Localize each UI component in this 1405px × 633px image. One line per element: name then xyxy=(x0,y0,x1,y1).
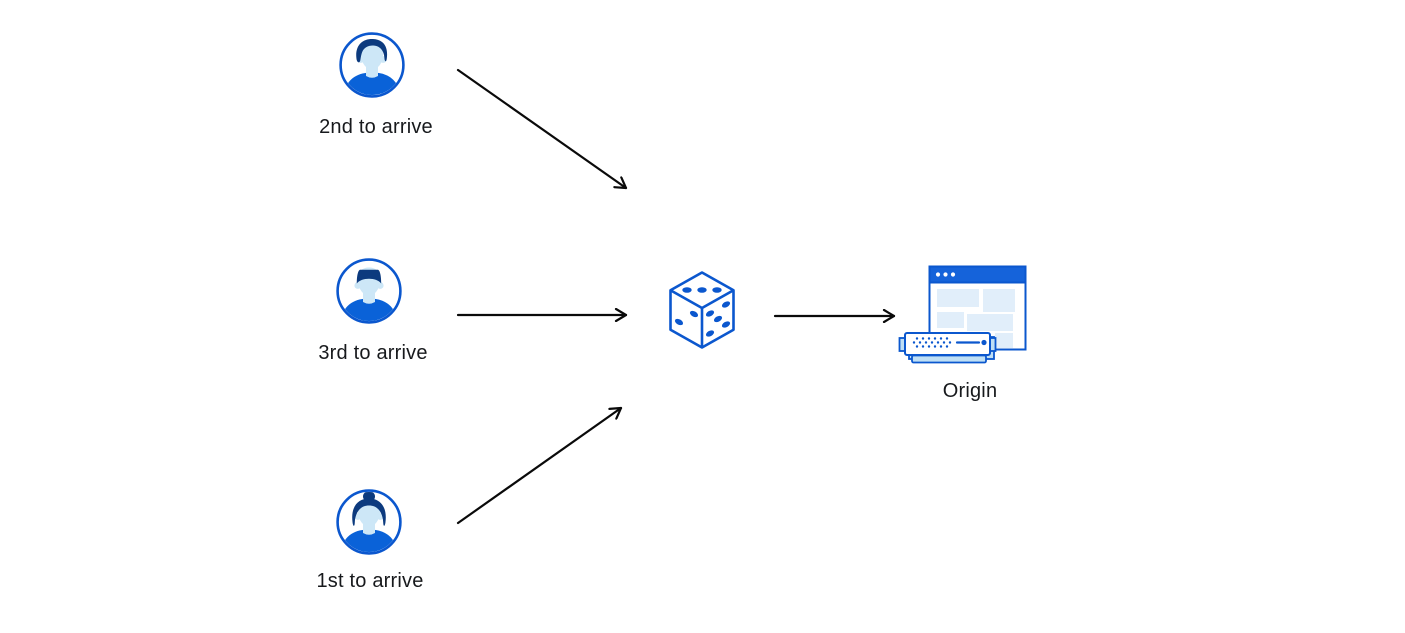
label-second-to-arrive: 2nd to arrive xyxy=(319,116,433,138)
server-unit xyxy=(898,332,997,364)
user-avatar-female-bun-icon xyxy=(336,489,402,555)
origin-server-icon xyxy=(898,265,1027,364)
arrow-second-to-dice xyxy=(456,68,628,190)
label-first-to-arrive: 1st to arrive xyxy=(316,570,424,592)
user-avatar-male-side-part-icon xyxy=(339,32,405,98)
label-origin: Origin xyxy=(942,380,998,402)
user-avatar-male-flat-top-icon xyxy=(336,258,402,324)
label-third-to-arrive: 3rd to arrive xyxy=(318,342,428,364)
dice-icon xyxy=(669,271,735,349)
arrow-first-to-dice xyxy=(456,406,623,525)
